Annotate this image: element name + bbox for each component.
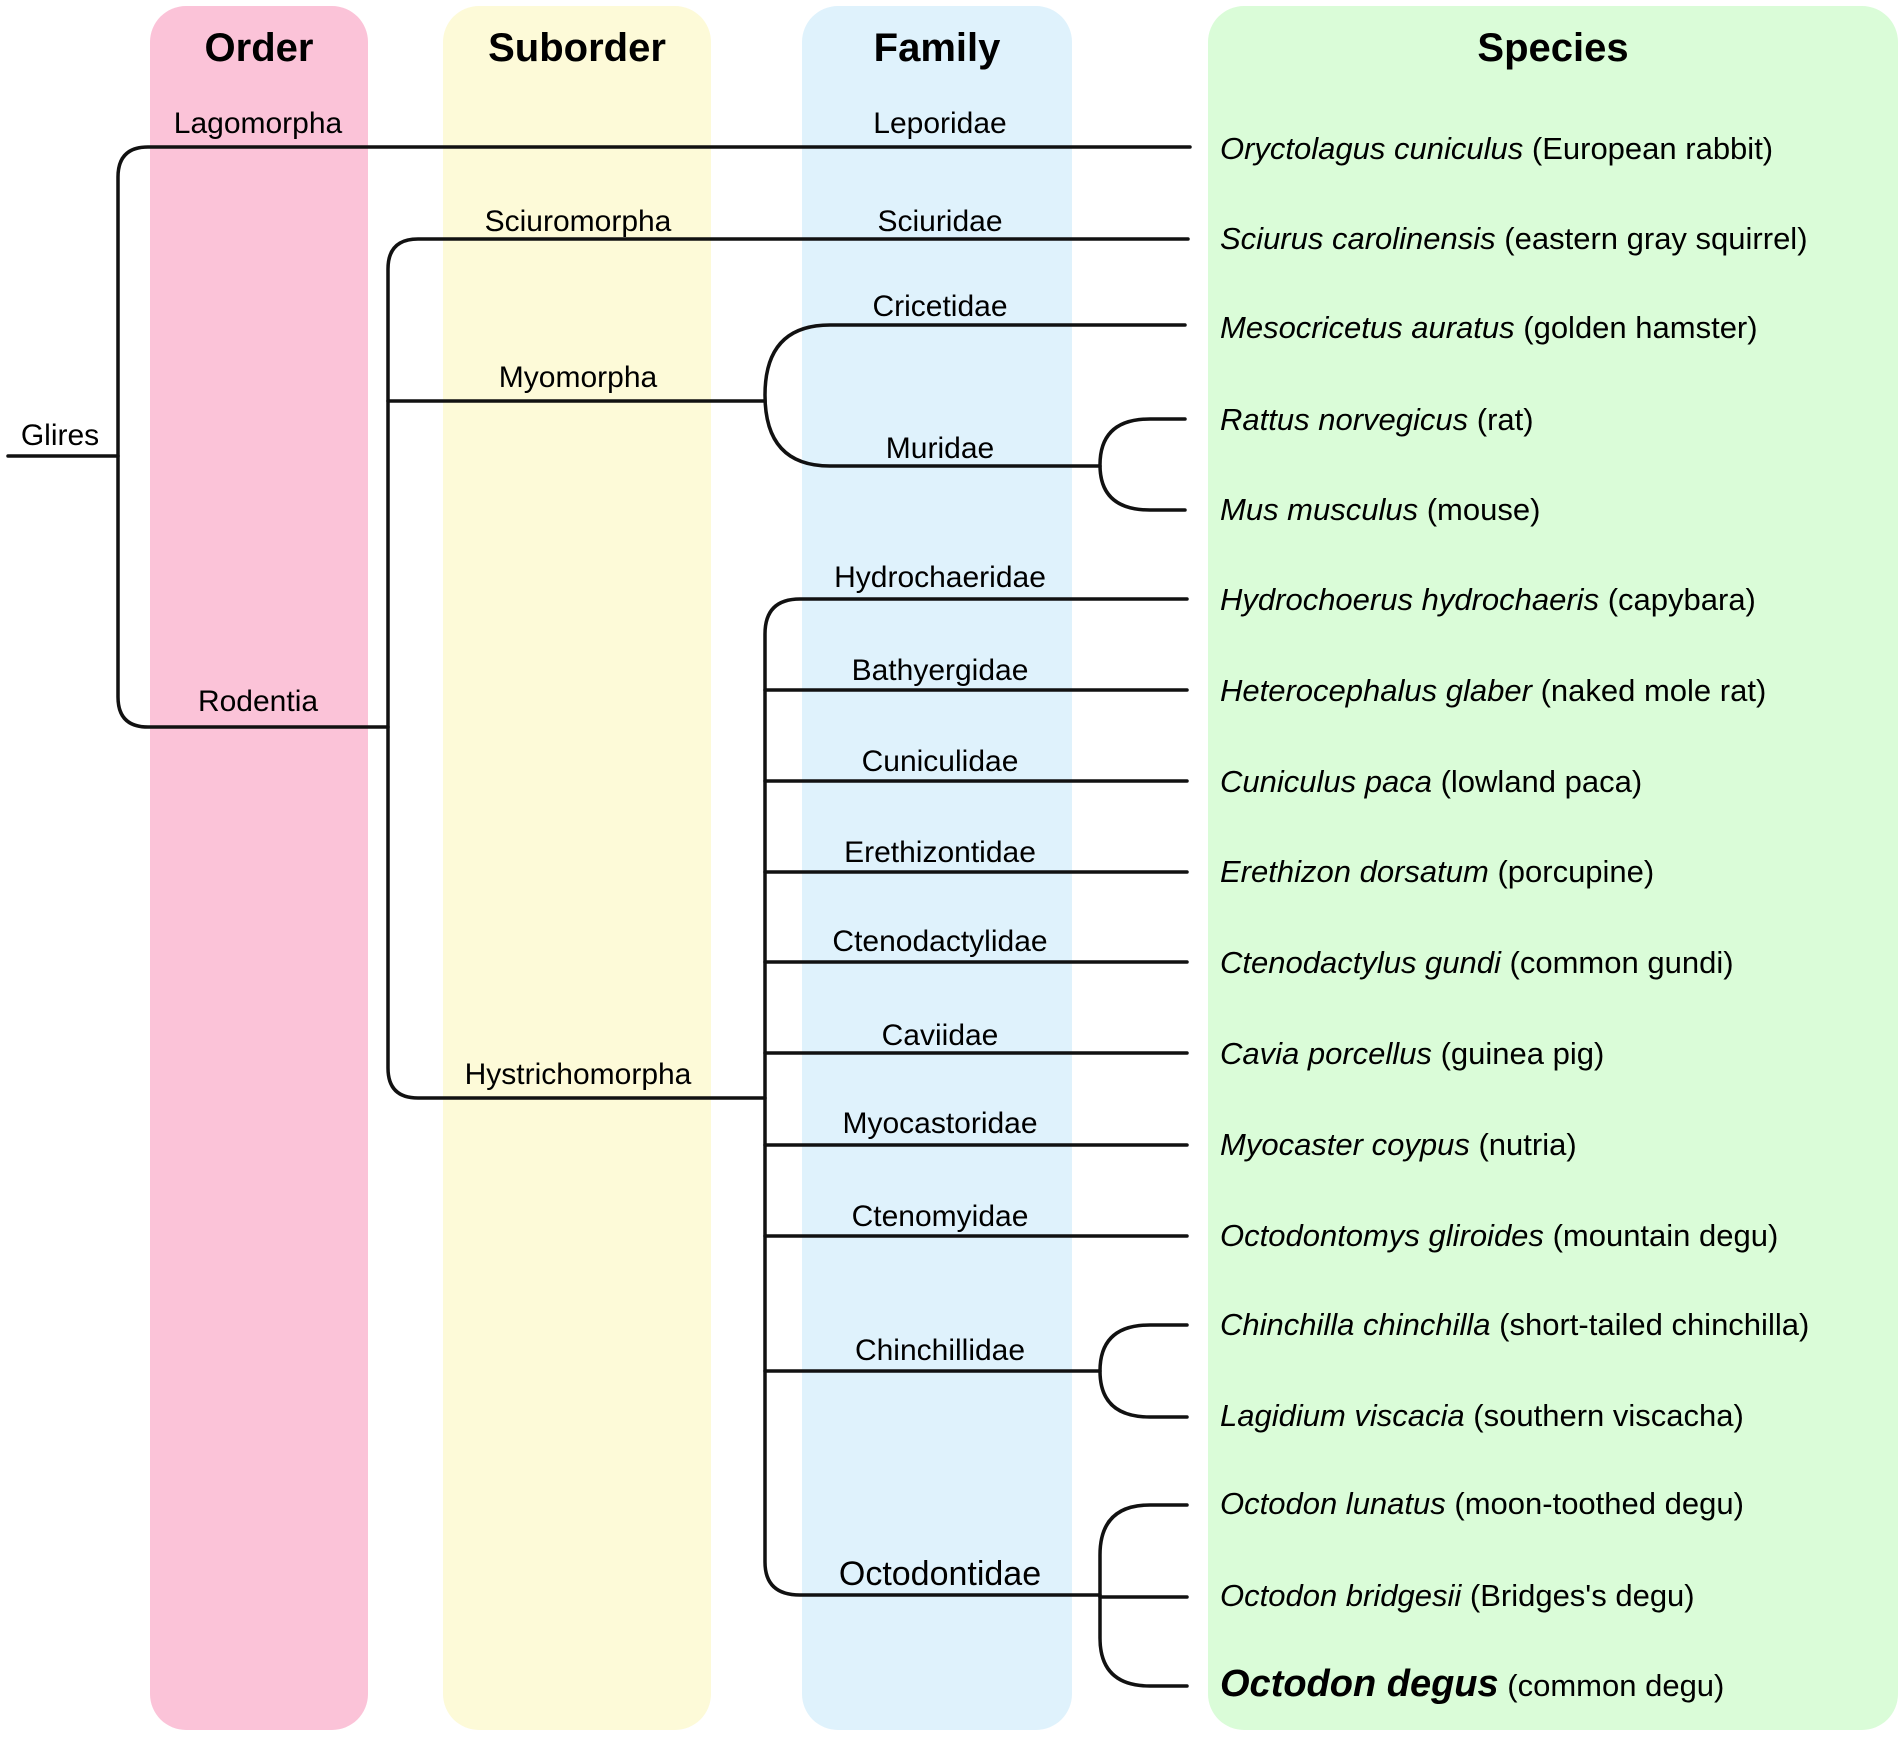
species-header: Species (1477, 26, 1629, 70)
species-scientific-name: Heterocephalus glaber (1220, 673, 1532, 708)
species-common-name: (porcupine) (1497, 854, 1655, 889)
species-label: Sciurus carolinensis (eastern gray squir… (1220, 219, 1808, 259)
branch-glires-split (116, 145, 1192, 729)
species-common-name: (nutria) (1478, 1127, 1577, 1162)
species-common-name: (Bridges's degu) (1469, 1578, 1695, 1613)
species-scientific-name: Octodon degus (1220, 1663, 1499, 1705)
order-label-rodentia: Rodentia (197, 685, 319, 718)
species-common-name: (southern viscacha) (1473, 1398, 1744, 1433)
species-label: Octodon lunatus (moon-toothed degu) (1220, 1484, 1744, 1524)
suborder-column (443, 6, 711, 1730)
species-scientific-name: Lagidium viscacia (1220, 1398, 1465, 1433)
suborder-label-myomorpha: Myomorpha (498, 361, 658, 394)
species-scientific-name: Octodon lunatus (1220, 1486, 1446, 1521)
species-scientific-name: Chinchilla chinchilla (1220, 1307, 1491, 1342)
species-label: Heterocephalus glaber (naked mole rat) (1220, 671, 1766, 711)
species-column (1208, 6, 1898, 1730)
branch-myomorpha-split (763, 323, 1187, 468)
species-scientific-name: Myocaster coypus (1220, 1127, 1470, 1162)
species-label: Octodontomys gliroides (mountain degu) (1220, 1216, 1778, 1256)
species-scientific-name: Sciurus carolinensis (1220, 221, 1496, 256)
suborder-label-hystrichomorpha: Hystrichomorpha (464, 1058, 692, 1091)
species-scientific-name: Mesocricetus auratus (1220, 310, 1515, 345)
family-label: Myocastoridae (842, 1107, 1038, 1140)
order-label-lagomorpha: Lagomorpha (173, 107, 343, 140)
suborder-header: Suborder (488, 26, 666, 70)
species-scientific-name: Oryctolagus cuniculus (1220, 131, 1524, 166)
species-label: Mus musculus (mouse) (1220, 490, 1540, 530)
family-label: Muridae (885, 432, 995, 465)
order-column (150, 6, 368, 1730)
species-common-name: (common gundi) (1509, 945, 1734, 980)
family-header: Family (873, 26, 1001, 70)
species-label: Cavia porcellus (guinea pig) (1220, 1034, 1604, 1074)
species-common-name: (moon-toothed degu) (1454, 1486, 1744, 1521)
species-label: Chinchilla chinchilla (short-tailed chin… (1220, 1305, 1809, 1345)
species-scientific-name: Hydrochoerus hydrochaeris (1220, 582, 1600, 617)
species-common-name: (golden hamster) (1523, 310, 1758, 345)
species-scientific-name: Erethizon dorsatum (1220, 854, 1489, 889)
species-label: Octodon bridgesii (Bridges's degu) (1220, 1576, 1695, 1616)
species-common-name: (rat) (1476, 402, 1534, 437)
species-scientific-name: Octodon bridgesii (1220, 1578, 1462, 1613)
family-label: Cuniculidae (861, 745, 1019, 778)
branch-muridae-split (1098, 417, 1187, 512)
family-label: Chinchillidae (854, 1334, 1026, 1367)
family-column (802, 6, 1072, 1730)
species-scientific-name: Cavia porcellus (1220, 1036, 1432, 1071)
species-label: Erethizon dorsatum (porcupine) (1220, 852, 1654, 892)
suborder-label-sciuromorpha: Sciuromorpha (484, 205, 672, 238)
species-common-name: (eastern gray squirrel) (1504, 221, 1808, 256)
species-common-name: (mountain degu) (1552, 1218, 1779, 1253)
family-label: Ctenodactylidae (832, 925, 1048, 958)
family-label: Bathyergidae (851, 654, 1029, 687)
family-label: Cricetidae (872, 290, 1008, 323)
species-common-name: (common degu) (1507, 1668, 1725, 1703)
family-label: Leporidae (873, 107, 1007, 140)
family-label: Erethizontidae (844, 836, 1036, 869)
species-label-highlighted: Octodon degus (common degu) (1220, 1664, 1724, 1706)
species-label: Lagidium viscacia (southern viscacha) (1220, 1396, 1744, 1436)
family-label: Caviidae (881, 1019, 999, 1052)
species-common-name: (mouse) (1426, 492, 1541, 527)
species-label: Mesocricetus auratus (golden hamster) (1220, 308, 1758, 348)
family-label: Hydrochaeridae (834, 561, 1046, 594)
species-scientific-name: Rattus norvegicus (1220, 402, 1469, 437)
species-scientific-name: Mus musculus (1220, 492, 1419, 527)
species-common-name: (guinea pig) (1440, 1036, 1605, 1071)
species-label: Rattus norvegicus (rat) (1220, 400, 1534, 440)
family-label: Ctenomyidae (851, 1200, 1029, 1233)
species-scientific-name: Ctenodactylus gundi (1220, 945, 1501, 980)
species-common-name: (European rabbit) (1531, 131, 1774, 166)
species-label: Oryctolagus cuniculus (European rabbit) (1220, 129, 1773, 169)
branch-rodentia-split (386, 237, 1190, 1100)
species-label: Myocaster coypus (nutria) (1220, 1125, 1577, 1165)
species-common-name: (lowland paca) (1440, 764, 1643, 799)
species-common-name: (short-tailed chinchilla) (1499, 1307, 1810, 1342)
branch-chinchillidae-split (1098, 1323, 1189, 1419)
order-header: Order (204, 26, 314, 70)
species-scientific-name: Cuniculus paca (1220, 764, 1432, 799)
species-common-name: (naked mole rat) (1540, 673, 1767, 708)
branch-hystrichomorpha-split (763, 597, 1189, 1597)
species-scientific-name: Octodontomys gliroides (1220, 1218, 1544, 1253)
species-label: Cuniculus paca (lowland paca) (1220, 762, 1642, 802)
species-common-name: (capybara) (1607, 582, 1756, 617)
species-label: Hydrochoerus hydrochaeris (capybara) (1220, 580, 1756, 620)
root-label-glires: Glires (20, 419, 100, 452)
family-label: Sciuridae (877, 205, 1003, 238)
family-label: Octodontidae (838, 1555, 1042, 1593)
species-label: Ctenodactylus gundi (common gundi) (1220, 943, 1734, 983)
